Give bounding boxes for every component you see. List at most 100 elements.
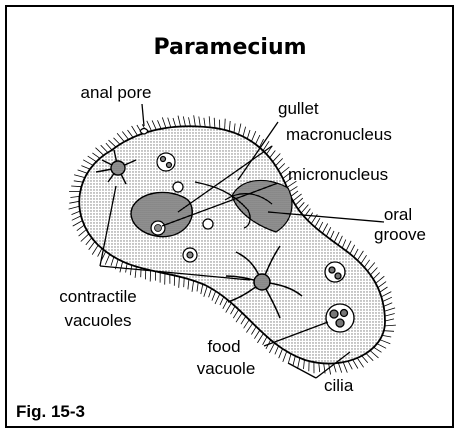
cilium — [231, 306, 236, 314]
figure-label: Fig. 15-3 — [16, 402, 85, 421]
cilium — [384, 308, 395, 311]
cilium — [204, 118, 205, 127]
cilium — [98, 248, 102, 256]
cilium — [368, 263, 375, 272]
cilium — [74, 181, 83, 182]
cilium — [152, 120, 156, 129]
label-anal-pore: anal pore — [81, 83, 152, 102]
cilium — [289, 354, 292, 363]
cilium — [178, 116, 181, 127]
cilium — [315, 218, 320, 227]
cilium — [380, 340, 390, 344]
cilium — [304, 360, 305, 369]
cilium — [233, 310, 238, 319]
cilium — [81, 234, 89, 242]
cilium — [71, 186, 81, 187]
cilium — [276, 158, 283, 165]
cilium — [251, 327, 256, 335]
cilium — [72, 211, 81, 215]
label-cilia: cilia — [324, 376, 354, 395]
cilium — [322, 224, 327, 234]
label-vacuole: vacuole — [197, 359, 256, 378]
cilium — [79, 230, 87, 237]
cilium — [117, 133, 124, 142]
cilium — [132, 126, 138, 136]
cilium — [334, 232, 339, 242]
cilium — [319, 363, 320, 372]
cilium — [239, 124, 241, 135]
cilium — [74, 175, 85, 178]
label-food: food — [207, 337, 240, 356]
cilium — [236, 313, 242, 322]
cilium — [120, 262, 123, 273]
cilium — [81, 166, 90, 170]
cilium — [122, 132, 128, 140]
cilium — [105, 254, 109, 264]
label-contractile: contractile — [59, 287, 136, 306]
cilium — [293, 194, 302, 201]
cilium — [283, 351, 287, 362]
cilium — [86, 238, 92, 245]
cilium — [130, 265, 131, 275]
cilium — [192, 281, 194, 292]
cilium — [273, 154, 281, 162]
cilium — [301, 205, 308, 214]
cilium — [197, 282, 198, 291]
cilium — [225, 119, 226, 130]
cilium — [256, 135, 260, 144]
cilium — [371, 268, 378, 275]
cilium — [223, 300, 228, 309]
cilium — [263, 337, 267, 345]
label-groove: groove — [374, 225, 426, 244]
cilium — [353, 360, 358, 369]
label-oral: oral — [384, 205, 412, 224]
cilium — [357, 251, 363, 260]
cilium — [234, 124, 235, 133]
cilium — [257, 334, 263, 343]
cilium — [361, 255, 367, 264]
cilium — [168, 118, 171, 128]
cilium — [204, 286, 207, 297]
cilium — [106, 143, 112, 150]
anal-pore — [140, 129, 148, 135]
cilium — [241, 316, 246, 324]
cilium — [69, 201, 79, 203]
cilium — [92, 245, 98, 254]
cilium — [194, 115, 196, 126]
cilium — [378, 282, 386, 288]
cilium — [226, 303, 232, 313]
cilium — [364, 260, 369, 268]
cilium — [101, 145, 108, 152]
cilium — [279, 349, 283, 358]
cilium — [330, 231, 334, 239]
cilium — [252, 131, 256, 141]
cilium — [96, 148, 104, 156]
cilium — [338, 236, 342, 245]
cilium — [188, 279, 189, 289]
cilium — [270, 151, 276, 158]
cilium — [173, 118, 176, 127]
diagram-title: Paramecium — [153, 35, 306, 60]
cilium — [278, 163, 285, 169]
cilium — [293, 356, 295, 366]
cilium — [338, 363, 341, 373]
label-vacuoles: vacuoles — [64, 311, 131, 330]
cilium — [243, 127, 246, 137]
cilium — [201, 284, 203, 294]
label-macronucleus: macronucleus — [286, 125, 392, 144]
cilium — [135, 267, 136, 278]
food-vacuole — [326, 304, 354, 332]
cilium — [209, 116, 210, 127]
cilium — [366, 353, 373, 360]
cilium — [346, 241, 351, 251]
cilium — [184, 278, 185, 287]
cilium — [69, 206, 80, 209]
cilium — [109, 140, 116, 147]
cilium — [382, 335, 391, 337]
cilium — [376, 276, 385, 283]
cilium — [377, 344, 386, 349]
cilium — [70, 196, 79, 197]
cilium — [179, 277, 180, 288]
cilium — [298, 202, 304, 209]
